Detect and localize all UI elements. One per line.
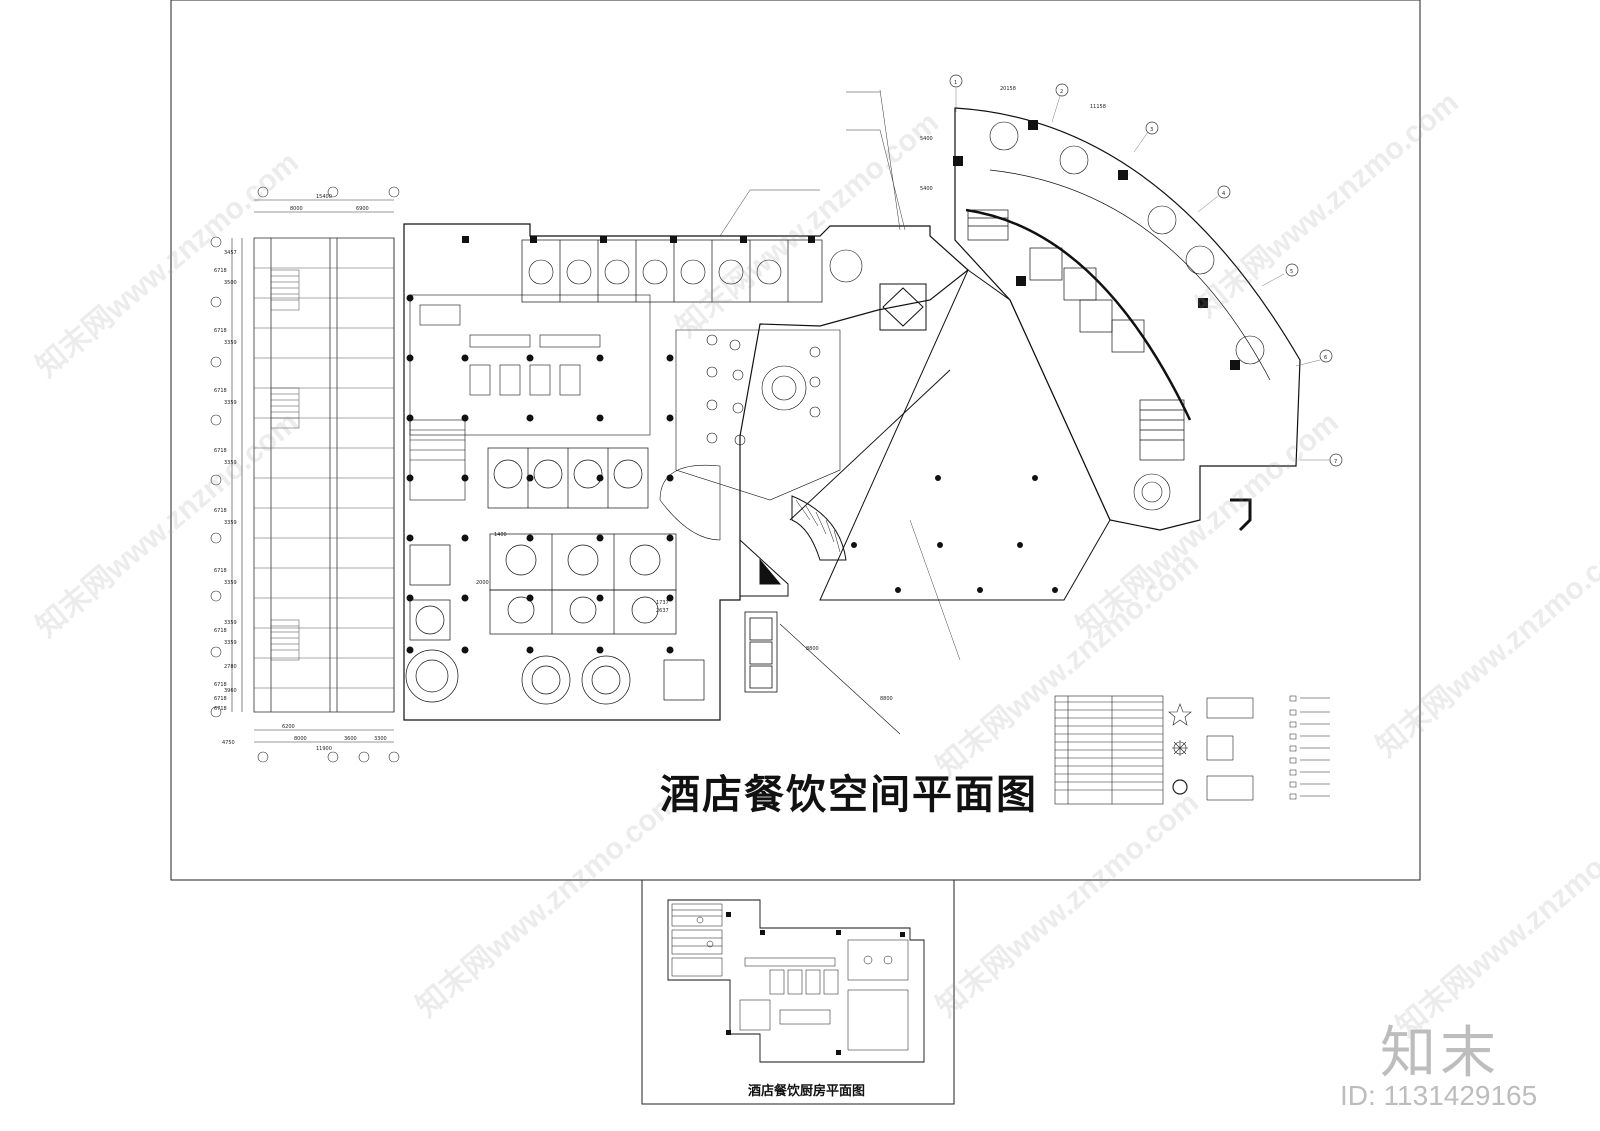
dim-left-row-9: 3359 [224, 640, 237, 646]
dim-arc-1: 20158 [1000, 86, 1016, 92]
grid-num-3: 3 [1150, 127, 1153, 133]
grid-num-6: 6 [1324, 355, 1327, 361]
dim-top-total: 15400 [316, 194, 332, 200]
dim-left-grid-5: 6718 [214, 508, 227, 514]
dim-left-side: 4750 [222, 740, 235, 746]
asset-id: ID: 1131429165 [1340, 1080, 1538, 1111]
legend-table [1054, 695, 1330, 805]
dim-left-row-7: 3359 [224, 580, 237, 586]
dim-left-row-8: 3359 [224, 620, 237, 626]
dim-bottom-seg-2: 8000 [294, 736, 307, 742]
left-grid-block [253, 237, 395, 713]
grid-num-4: 4 [1222, 191, 1225, 197]
dim-misc-2: 2000 [476, 580, 489, 586]
dim-bottom-seg-1: 6200 [282, 724, 295, 730]
dim-misc-1: 1400 [494, 532, 507, 538]
dim-left-row-6: 3359 [224, 520, 237, 526]
dimension-labels: 15400 8000 6900 11900 6200 8000 3600 330… [214, 80, 1337, 752]
dim-left-grid-2: 6718 [214, 328, 227, 334]
dim-left-grid-7: 6718 [214, 628, 227, 634]
annotation-leaders [719, 89, 906, 237]
fan-wing [949, 74, 1343, 532]
dim-arc-2: 11158 [1090, 104, 1106, 110]
dim-arc-4: 5400 [920, 186, 933, 192]
dimension-lines [210, 186, 400, 763]
grid-num-7: 7 [1334, 459, 1337, 465]
dim-misc-4: 2637 [656, 608, 669, 614]
sheet-frame [170, 0, 1421, 881]
grid-num-2: 2 [1060, 89, 1063, 95]
sub-sheet-frame [641, 879, 955, 1105]
dim-bottom-seg-4: 3300 [374, 736, 387, 742]
dim-left-grid-3: 6718 [214, 388, 227, 394]
dim-left-row-4: 3359 [224, 400, 237, 406]
dim-bottom-total: 11900 [316, 746, 332, 752]
dim-left-grid-8: 6718 [214, 682, 227, 688]
dim-arc-3: 5400 [920, 136, 933, 142]
grid-num-1: 1 [954, 80, 957, 86]
dim-left-grid-6: 6718 [214, 568, 227, 574]
dim-misc-3: 1737 [656, 600, 669, 606]
dim-left-row-3: 3359 [224, 340, 237, 346]
dim-left-grid-4: 6718 [214, 448, 227, 454]
brand-logo: 知末 [1380, 1021, 1500, 1086]
dim-misc-6: 8800 [880, 696, 893, 702]
dim-left-row-1: 3457 [224, 250, 237, 256]
dim-left-grid-1: 6718 [214, 268, 227, 274]
dim-top-seg-2: 6900 [356, 206, 369, 212]
kitchen-plan [667, 899, 925, 1063]
drawing-title: 酒店餐饮空间平面图 [660, 771, 1038, 818]
dim-left-row-2: 3500 [224, 280, 237, 286]
dim-misc-5: 8800 [806, 646, 819, 652]
structural-columns [406, 236, 815, 654]
grid-num-5: 5 [1290, 269, 1293, 275]
restaurant-block [403, 223, 969, 721]
dim-left-row-11: 3960 [224, 688, 237, 694]
dim-left-row-10: 2780 [224, 664, 237, 670]
dim-left-grid-9: 6718 [214, 696, 227, 702]
dim-bottom-seg-3: 3600 [344, 736, 357, 742]
kitchen-drawing-title: 酒店餐饮厨房平面图 [748, 1084, 866, 1099]
dim-top-seg-1: 8000 [290, 206, 303, 212]
dim-left-grid-10: 6718 [214, 706, 227, 712]
dim-left-row-5: 3359 [224, 460, 237, 466]
